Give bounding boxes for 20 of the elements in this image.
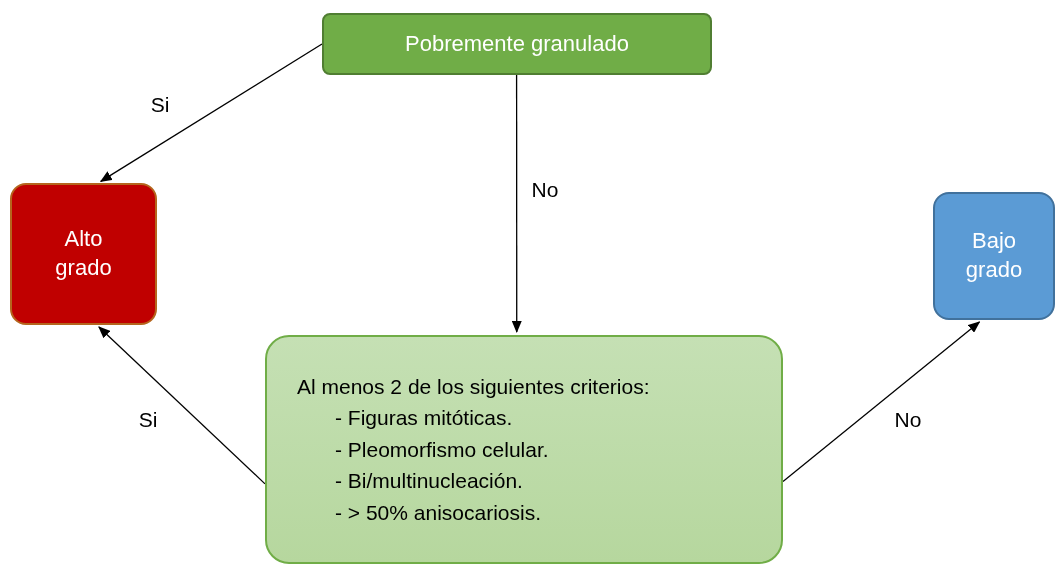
criteria-heading: Al menos 2 de los siguientes criterios:: [297, 373, 650, 400]
box-label: Bajo grado: [964, 227, 1024, 284]
criteria-box: [265, 335, 783, 564]
criteria-item: - Bi/multinucleación.: [335, 468, 523, 495]
process-box: [933, 192, 1055, 320]
process-box: [322, 13, 712, 75]
box-label: Pobremente granulado: [405, 29, 629, 58]
criteria-item: - > 50% anisocariosis.: [335, 499, 541, 526]
criteria-item: - Figuras mitóticas.: [335, 405, 513, 432]
arrow: [782, 321, 981, 483]
edge-label: No: [894, 408, 922, 432]
edge-label: Si: [150, 93, 170, 117]
process-box: [10, 183, 157, 325]
edge-label: Si: [138, 408, 158, 432]
box-label: Alto grado: [54, 225, 113, 282]
arrow: [98, 326, 266, 485]
arrow: [99, 43, 323, 183]
edge-label: No: [531, 178, 559, 202]
criteria-item: - Pleomorfismo celular.: [335, 436, 549, 463]
arrow: [511, 74, 522, 333]
